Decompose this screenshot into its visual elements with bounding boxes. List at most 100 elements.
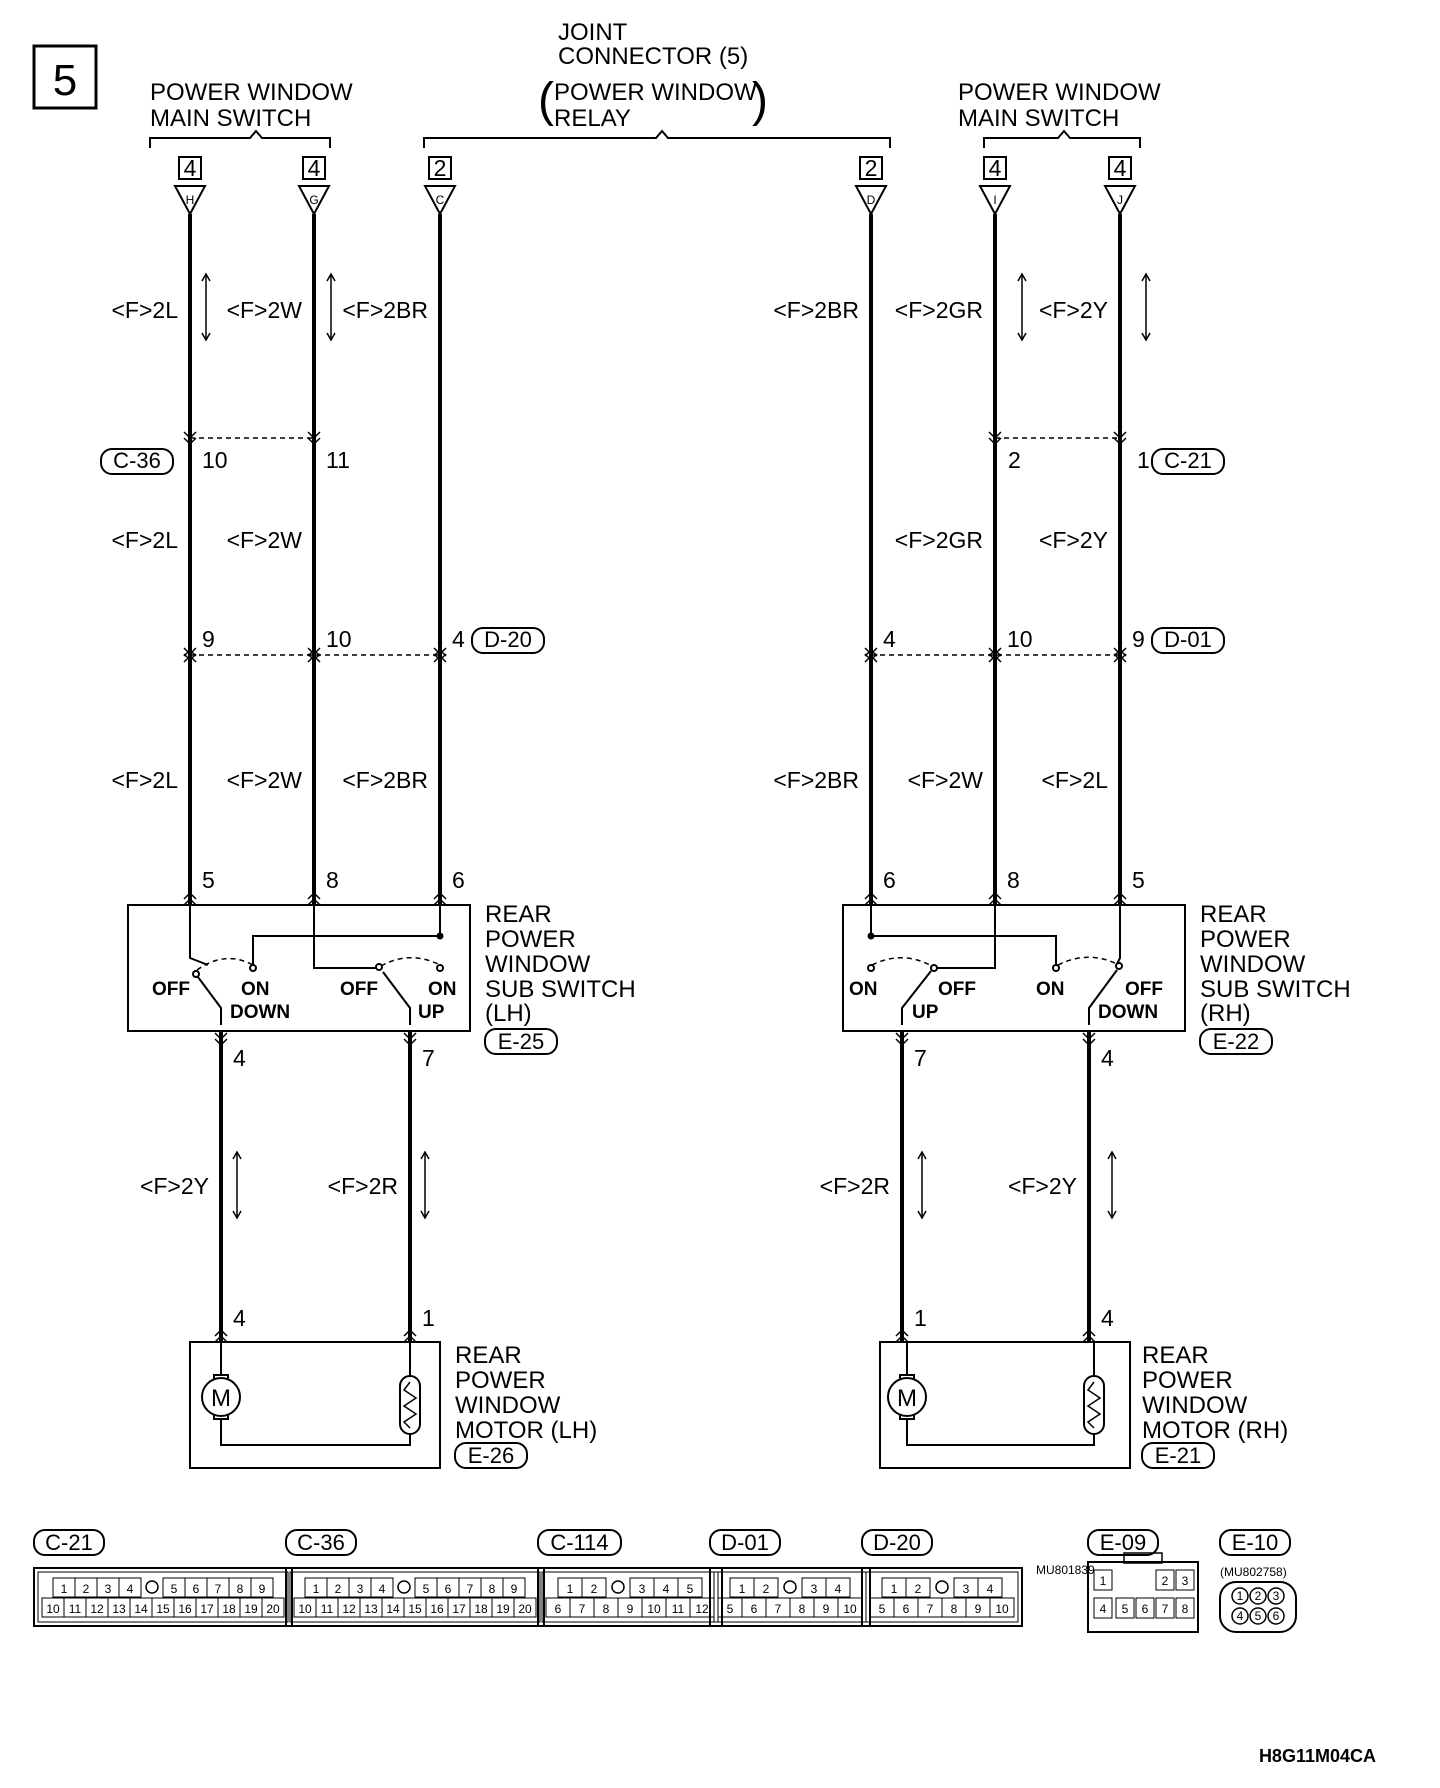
face-cell (905, 1577, 931, 1598)
relay-line1: POWER WINDOW (554, 79, 757, 106)
face-pin-ring (1249, 1607, 1267, 1625)
face-pin: 10 (298, 1602, 312, 1616)
motor-pin: 1 (914, 1305, 927, 1331)
chevron-icon (895, 1038, 909, 1047)
sub-switch-rh-label-5: (RH) (1200, 1000, 1251, 1027)
motor-lh-label-2: POWER (455, 1367, 546, 1394)
arrow-down-icon (1107, 1210, 1117, 1220)
chevron-icon (214, 1038, 228, 1047)
face-latch (1123, 1552, 1163, 1564)
wire-color-label: <F>2GR (895, 297, 983, 323)
terminal-triangle-icon (854, 185, 888, 217)
chevron-icon (988, 891, 1002, 900)
face-pin: 2 (1255, 1589, 1262, 1603)
face-cell (1093, 1597, 1113, 1619)
chevron-icon (307, 647, 321, 656)
face-pin: 18 (222, 1602, 236, 1616)
face-cell (677, 1577, 703, 1598)
arrow-down-icon (232, 1210, 242, 1220)
chevron-icon (183, 897, 197, 906)
terminal-letter: H (186, 193, 195, 207)
face-pin: 1 (1100, 1574, 1107, 1588)
motor-lh-symbol (201, 1377, 241, 1417)
chevron-icon (1113, 431, 1127, 440)
chevron-icon (864, 647, 878, 656)
face-cell (1115, 1597, 1135, 1619)
wire-color-label: <F>2W (908, 767, 984, 793)
face-id: C-21 (45, 1530, 93, 1555)
face-pin: 4 (663, 1582, 670, 1596)
chevron-icon (403, 1334, 417, 1343)
face-cell (1175, 1569, 1195, 1591)
face-part-number: MU801839 (1036, 1563, 1095, 1577)
static-layer: 5 POWER WINDOW MAIN SWITCH JOINT CONNECT… (32, 19, 1376, 1766)
chevron-icon (433, 654, 447, 663)
wire-color-label: <F>2L (112, 527, 179, 553)
chevron-icon (183, 647, 197, 656)
face-id: C-36 (297, 1530, 345, 1555)
face-pin: 9 (627, 1602, 634, 1616)
face-pin: 5 (1255, 1609, 1262, 1623)
motor-lh-label-3: WINDOW (455, 1392, 561, 1419)
face-pin-ring (1249, 1587, 1267, 1605)
sub-switch-lh-label-1: REAR (485, 901, 552, 928)
chevron-icon (183, 654, 197, 663)
switch-pin: 7 (422, 1045, 435, 1071)
terminal-triangle-icon (173, 185, 207, 217)
arrow-up-icon (1017, 272, 1027, 282)
drawing-id: H8G11M04CA (1259, 1746, 1376, 1766)
face-cell (1093, 1569, 1113, 1591)
chevron-icon (988, 897, 1002, 906)
face-pin: 17 (200, 1602, 214, 1616)
contact-up: UP (418, 1002, 445, 1023)
chevron-icon (433, 647, 447, 656)
arrow-down-icon (1017, 332, 1027, 342)
contact-on-2: ON (428, 979, 457, 1000)
contact-off-2: OFF (340, 979, 378, 1000)
face-pin: 6 (1273, 1609, 1280, 1623)
arrow-up-icon (420, 1150, 430, 1160)
chevron-icon (1082, 1334, 1096, 1343)
face-pin: 2 (915, 1582, 922, 1596)
chevron-icon (864, 897, 878, 906)
switch-pin: 7 (914, 1045, 927, 1071)
page-number-box (32, 44, 98, 110)
switch-pin: 6 (452, 867, 465, 893)
motor-rh-symbol (887, 1377, 927, 1417)
face-pin: 2 (335, 1582, 342, 1596)
chevron-icon (214, 1334, 228, 1343)
sub-switch-lh-label-4: SUB SWITCH (485, 976, 636, 1003)
face-pin: 6 (445, 1582, 452, 1596)
connector-c36: C-36 (113, 448, 161, 473)
face-cell (261, 1597, 285, 1618)
sub-switch-rh-label-2: POWER (1200, 926, 1291, 953)
wire-color-label: <F>2Y (140, 1173, 209, 1199)
face-pin: 3 (811, 1582, 818, 1596)
face-cell (250, 1577, 274, 1598)
face-pin: 5 (423, 1582, 430, 1596)
chevron-icon (307, 648, 321, 657)
arrow-up-icon (1107, 1150, 1117, 1160)
terminal-number-box (428, 156, 452, 180)
face-inner (37, 1571, 289, 1623)
face-pin: 17 (452, 1602, 466, 1616)
contact-down: DOWN (1098, 1002, 1158, 1023)
motor-rh: M REAR POWER WINDOW MOTOR (RH) E-21 (879, 1341, 1288, 1469)
face-cell (513, 1597, 537, 1618)
face-cell (1155, 1569, 1175, 1591)
connector-pin: 10 (1007, 626, 1033, 652)
sub-switch-rh: ON OFF UP ON OFF DOWN REAR POWER WINDOW … (842, 901, 1351, 1055)
chevron-icon (988, 437, 1002, 446)
arrow-down-icon (1141, 332, 1151, 342)
face-key-icon (783, 1580, 797, 1594)
face-id: D-01 (721, 1530, 769, 1555)
main-switch-left-line2: MAIN SWITCH (150, 105, 311, 132)
brace-main-switch-right (983, 129, 1141, 148)
face-shell (709, 1567, 871, 1627)
chevron-icon (307, 653, 321, 662)
connector-pin: 9 (1132, 626, 1145, 652)
face-pin: 3 (639, 1582, 646, 1596)
chevron-icon (988, 647, 1002, 656)
wire-color-label: <F>2L (1042, 767, 1109, 793)
face-pin: 9 (259, 1582, 266, 1596)
